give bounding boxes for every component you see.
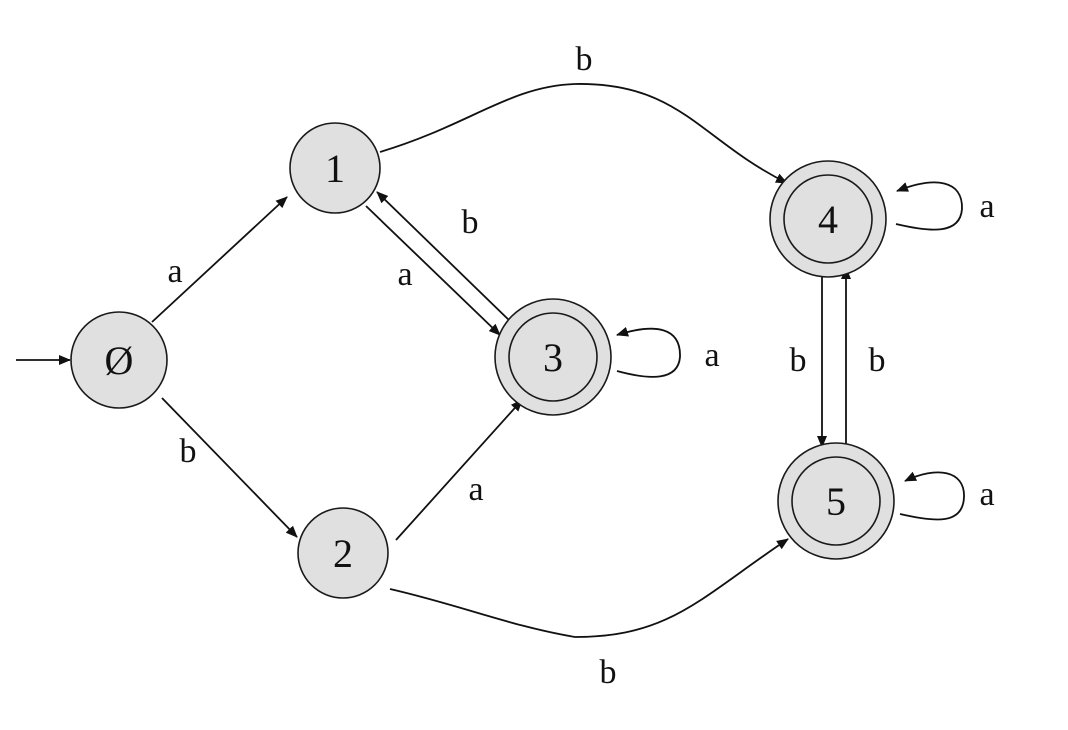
label-edge-2-5: b [600,654,617,691]
edge-0-2 [161,397,298,538]
state-2-label: 2 [333,531,353,576]
label-edge-3-1: b [462,204,479,241]
edge-2-3 [395,399,523,541]
state-1: 1 [289,122,381,214]
edge-0-1 [151,196,288,323]
state-5: 5 [777,442,895,560]
edge-2-5 [389,538,789,638]
self-loop-5 [899,471,965,521]
label-edge-0-2: b [180,433,197,470]
label-edge-2-3: a [468,471,483,508]
label-self-loop-3: a [704,337,719,374]
edge-1-4 [379,83,788,184]
state-5-label: 5 [826,479,846,524]
label-edge-4-5: b [790,342,807,379]
label-self-loop-4: a [979,188,994,225]
state-0-label: Ø [105,338,134,383]
state-3: 3 [494,298,612,416]
self-loop-4 [895,181,963,231]
state-0: Ø [70,311,168,409]
label-edge-5-4: b [869,342,886,379]
edge-labels: a b a b b a b a a b b a [167,41,994,691]
edge-1-3 [365,205,501,336]
label-edge-0-1: a [167,253,182,290]
state-4: 4 [769,160,887,278]
label-edge-1-4: b [576,41,593,78]
edges [16,83,965,638]
state-4-label: 4 [818,197,838,242]
state-3-label: 3 [543,335,563,380]
label-self-loop-5: a [979,476,994,513]
state-2: 2 [297,507,389,599]
edge-3-1 [376,191,513,324]
label-edge-1-3: a [397,256,412,293]
self-loop-3 [616,326,681,378]
state-1-label: 1 [325,146,345,191]
